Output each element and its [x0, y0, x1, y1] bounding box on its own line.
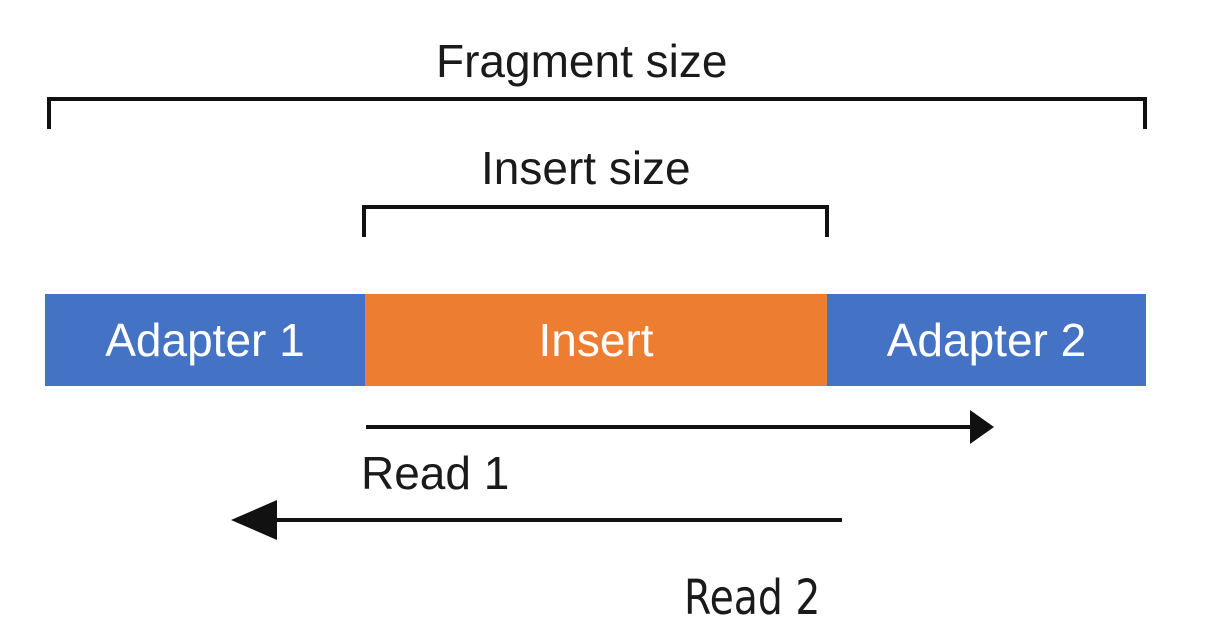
- insert-size-bracket: [362, 205, 829, 237]
- insert-label: Insert: [538, 314, 654, 366]
- fragment-size-bracket: [47, 97, 1147, 129]
- read-2-label: Read 2: [684, 570, 821, 626]
- read-1-arrow: [366, 410, 994, 444]
- adapter-2-label: Adapter 2: [886, 314, 1087, 366]
- adapter-1-label: Adapter 1: [105, 314, 305, 366]
- adapter-1-segment: Adapter 1: [45, 294, 365, 386]
- insert-segment: Insert: [365, 294, 827, 386]
- read-2-arrow: [231, 500, 842, 540]
- adapter-2-segment: Adapter 2: [827, 294, 1146, 386]
- fragment-size-label: Fragment size: [436, 35, 728, 87]
- insert-size-label: Insert size: [481, 142, 691, 194]
- read-1-label: Read 1: [361, 447, 510, 499]
